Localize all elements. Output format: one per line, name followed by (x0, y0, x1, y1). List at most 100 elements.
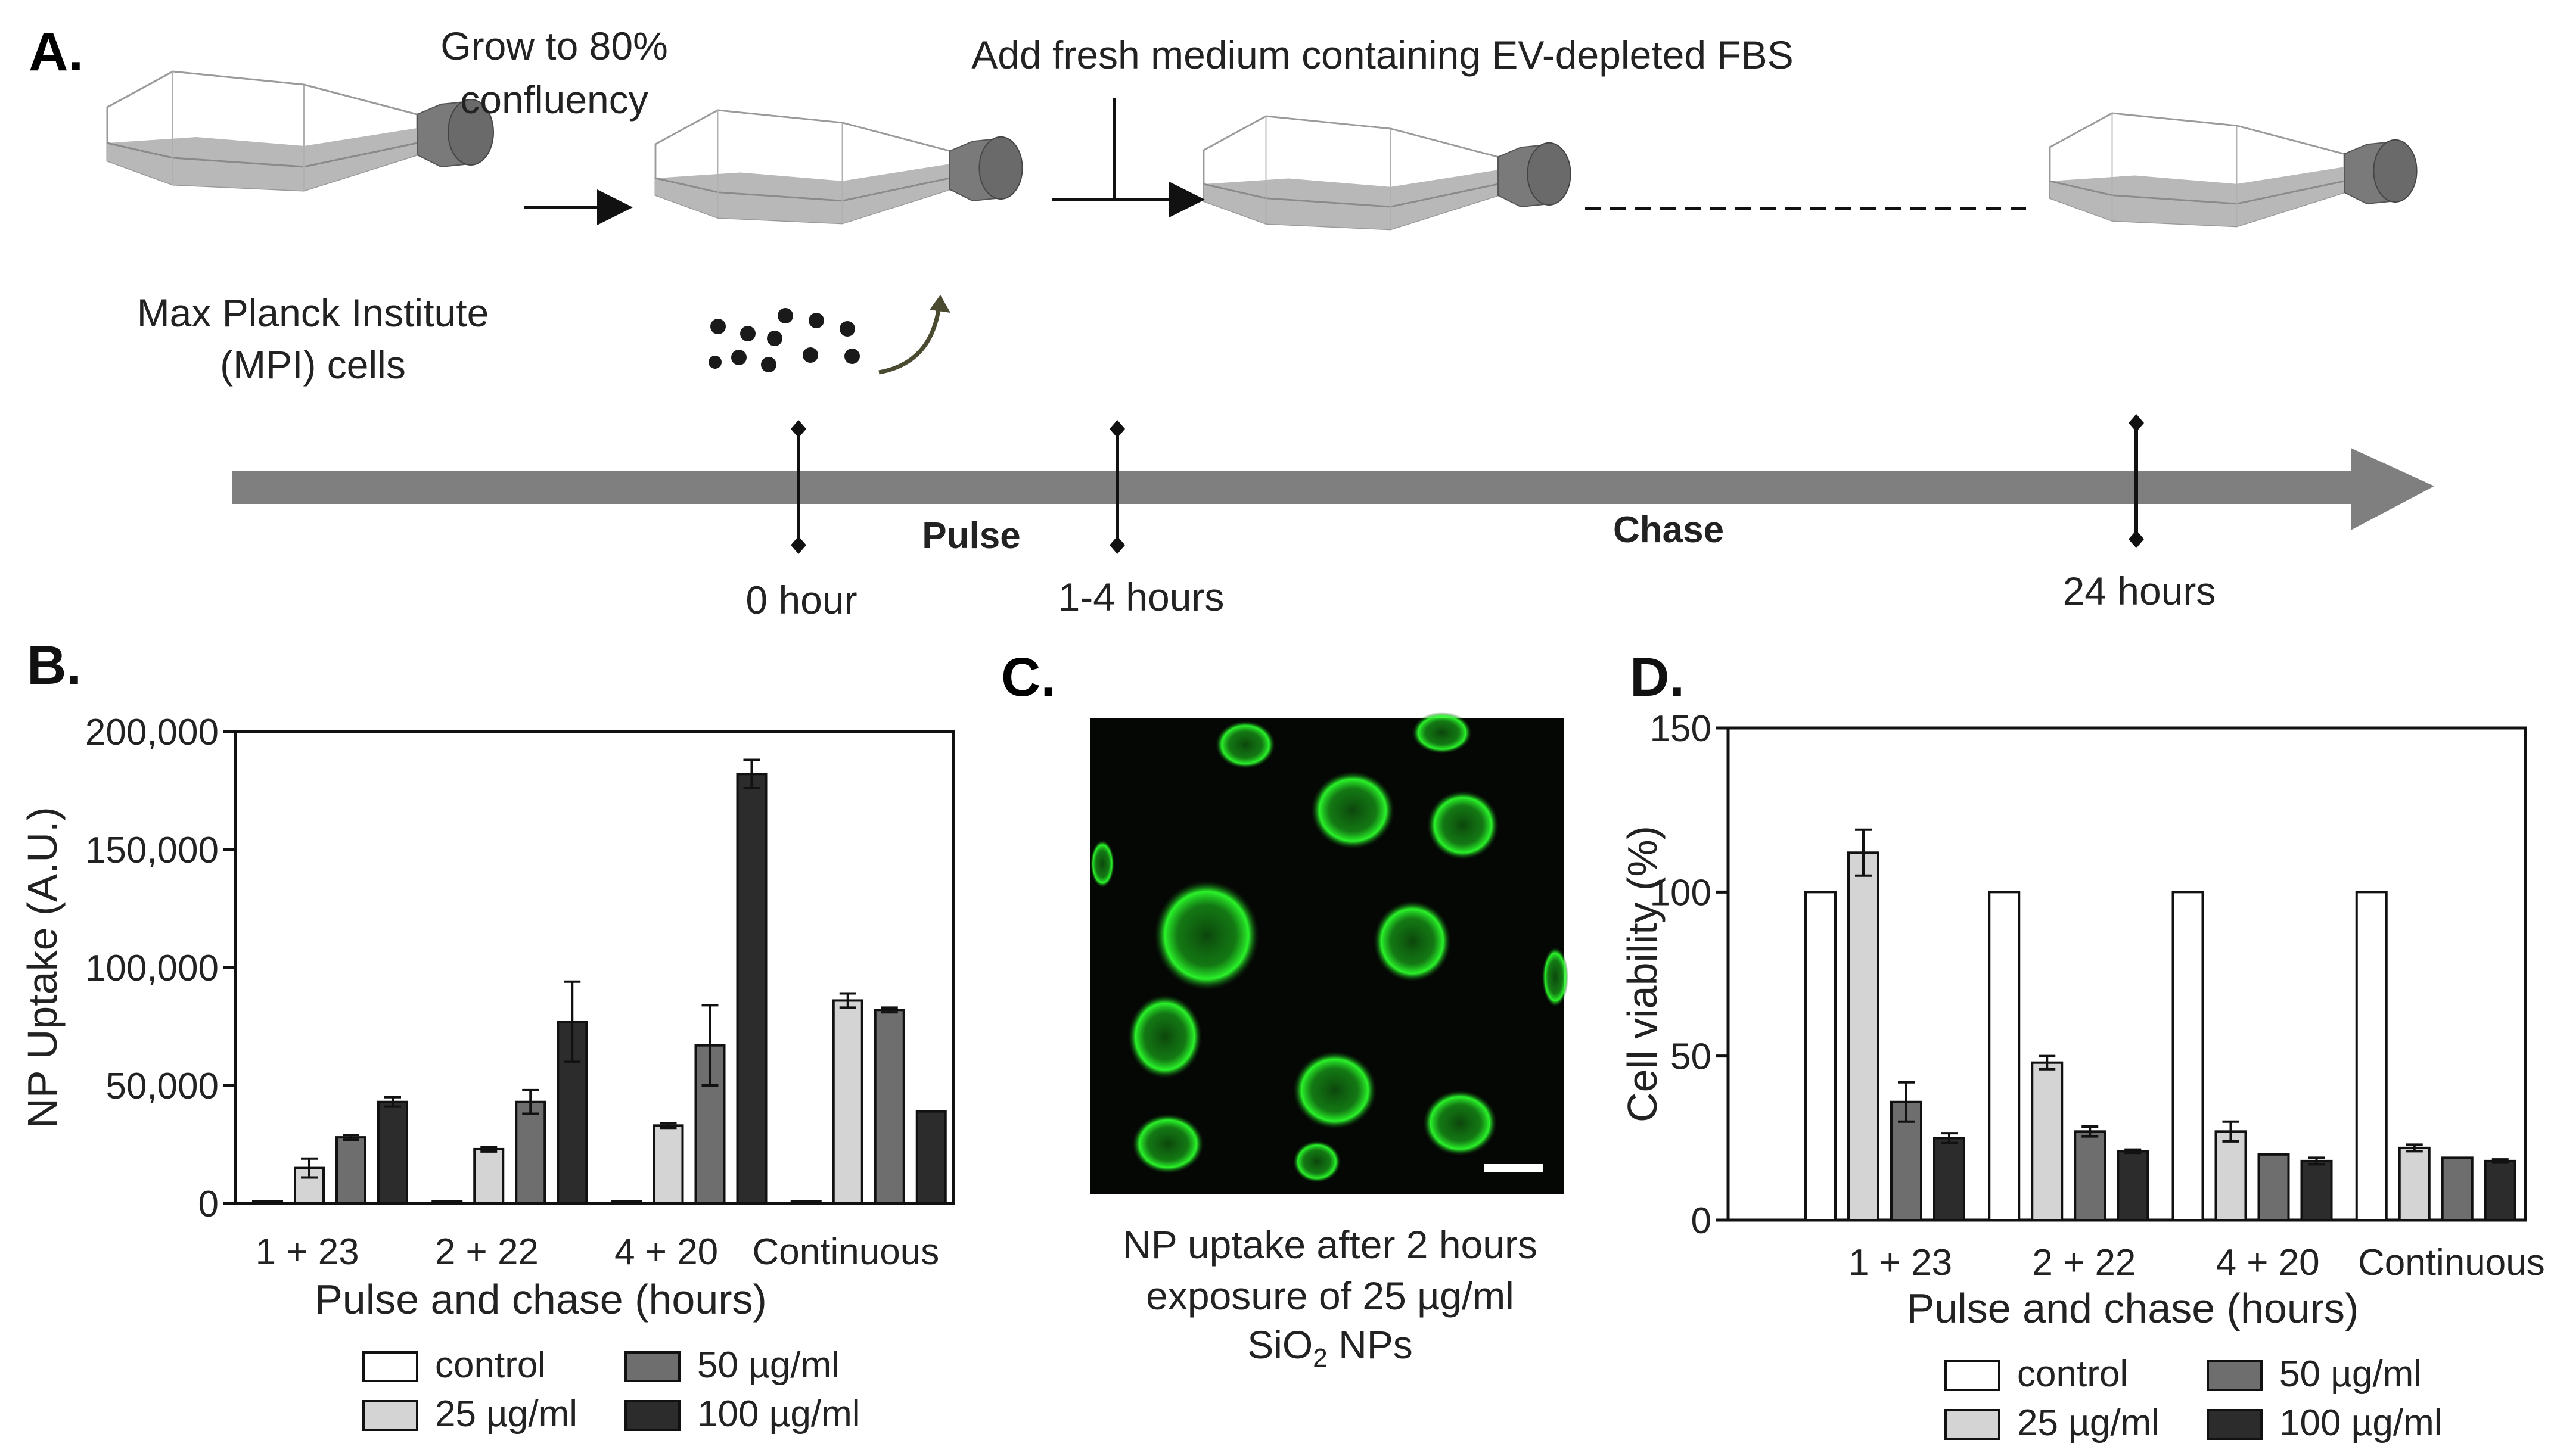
bar (694, 1044, 726, 1205)
panel-a-letter: A. (29, 21, 83, 82)
x-tick-label: 2 + 22 (435, 1231, 539, 1273)
bar (473, 1147, 505, 1205)
flask-24h (2049, 112, 2418, 228)
scale-bar (1484, 1164, 1543, 1172)
x-axis-label: Pulse and chase (hours) (1907, 1285, 2359, 1331)
bar (2441, 1156, 2474, 1221)
bar (874, 1009, 905, 1205)
medium-label: Add fresh medium containing EV-depleted … (971, 33, 1793, 77)
x-tick-label: 1 + 23 (256, 1231, 359, 1273)
flask-pulse (654, 109, 1024, 225)
x-axis-label: Pulse and chase (hours) (315, 1276, 767, 1323)
y-tick-label: 0 (1691, 1200, 1711, 1242)
chase-label: Chase (1613, 509, 1724, 550)
legend-label: 100 µg/ml (697, 1393, 860, 1435)
caption-line1: NP uptake after 2 hours (1123, 1222, 1537, 1267)
legend-swatch (1944, 1360, 2000, 1391)
bar (2074, 1130, 2106, 1221)
bar (377, 1100, 408, 1205)
bar (2484, 1159, 2516, 1222)
flask-chase (1203, 115, 1572, 231)
legend-label: 50 µg/ml (697, 1345, 840, 1386)
legend-swatch (2207, 1409, 2263, 1440)
legend-swatch (362, 1351, 418, 1382)
x-tick-label: 4 + 20 (614, 1231, 718, 1273)
time-1-4h: 1-4 hours (1058, 575, 1225, 619)
bar (611, 1200, 642, 1205)
y-axis-label: Cell viability (%) (1619, 826, 1666, 1122)
bar (2398, 1146, 2431, 1222)
legend-swatch (624, 1400, 681, 1431)
cells-label-line2: (MPI) cells (220, 343, 406, 387)
legend-swatch (2207, 1360, 2263, 1391)
y-tick-label: 200,000 (85, 712, 219, 753)
y-tick-label: 150,000 (85, 830, 219, 871)
bar (335, 1136, 366, 1205)
panel-letter: B. (27, 635, 82, 696)
bar (2117, 1150, 2149, 1221)
pulse-label: Pulse (922, 515, 1020, 556)
y-tick-label: 150 (1650, 708, 1711, 749)
uptake-arrow (878, 309, 941, 375)
panel-b-chart: B. 0 50,000 100,000 150,000 200,000 NP Uptake … (19, 635, 955, 1435)
y-tick-label: 50 (1670, 1037, 1711, 1078)
time-0h: 0 hour (745, 578, 857, 622)
panel-c-letter: C. (1001, 647, 1056, 708)
marker-1-4h (1110, 420, 1125, 554)
legend-label: control (435, 1345, 546, 1386)
panel-a: A. Grow to 80% confluency Add fresh medi… (29, 21, 2434, 622)
flask-start (106, 70, 495, 192)
bar (2171, 891, 2204, 1222)
marker-0h (791, 420, 806, 554)
legend-swatch (624, 1351, 681, 1382)
bar (790, 1200, 822, 1205)
nanoparticles (709, 308, 860, 372)
micrograph-cells (1090, 712, 1568, 1183)
x-tick-label: Continuous (753, 1231, 940, 1273)
bar (2031, 1061, 2064, 1222)
y-tick-label: 100 (1650, 872, 1711, 913)
y-tick-label: 50,000 (105, 1066, 219, 1107)
legend-label: 100 µg/ml (2279, 1402, 2443, 1443)
bar (1988, 891, 2021, 1222)
bar (1804, 891, 1837, 1222)
panel-c: C. NP uptake after 2 hours exposure of 2… (1001, 647, 1568, 1373)
panel-letter: D. (1630, 647, 1685, 708)
bar (1847, 851, 1879, 1221)
timeline-arrow (232, 448, 2434, 530)
y-axis-label: NP Uptake (A.U.) (19, 807, 66, 1128)
caption-line3: SiO2 NPs (1247, 1323, 1413, 1373)
legend-label: 50 µg/ml (2279, 1354, 2422, 1395)
uptake-arrowhead (930, 295, 950, 313)
legend-label: 25 µg/ml (2017, 1402, 2160, 1443)
cells-label-line1: Max Planck Institute (137, 291, 489, 335)
x-tick-label: 4 + 20 (2216, 1242, 2320, 1283)
y-tick-label: 100,000 (85, 948, 219, 989)
bar (915, 1110, 947, 1205)
marker-24h (2129, 414, 2144, 548)
bar (653, 1124, 684, 1205)
bar (515, 1100, 546, 1205)
y-tick-label: 0 (198, 1184, 219, 1225)
x-tick-label: 1 + 23 (1848, 1242, 1952, 1283)
bar (736, 773, 768, 1205)
bar (2355, 891, 2388, 1222)
bar (2214, 1130, 2247, 1221)
bar (1933, 1137, 1965, 1222)
bar (431, 1200, 463, 1205)
x-tick-label: 2 + 22 (2032, 1242, 2136, 1283)
x-tick-label: Continuous (2358, 1242, 2545, 1283)
legend-label: control (2017, 1354, 2128, 1395)
legend-label: 25 µg/ml (435, 1393, 577, 1435)
bar (2257, 1153, 2290, 1222)
legend-swatch (362, 1400, 418, 1431)
bar (2300, 1159, 2333, 1222)
time-24h: 24 hours (2063, 569, 2216, 613)
grow-label-line1: Grow to 80% (440, 24, 668, 68)
bar (832, 999, 863, 1205)
bar (252, 1200, 283, 1205)
grow-label-line2: confluency (460, 77, 648, 122)
legend-swatch (1944, 1409, 2000, 1440)
